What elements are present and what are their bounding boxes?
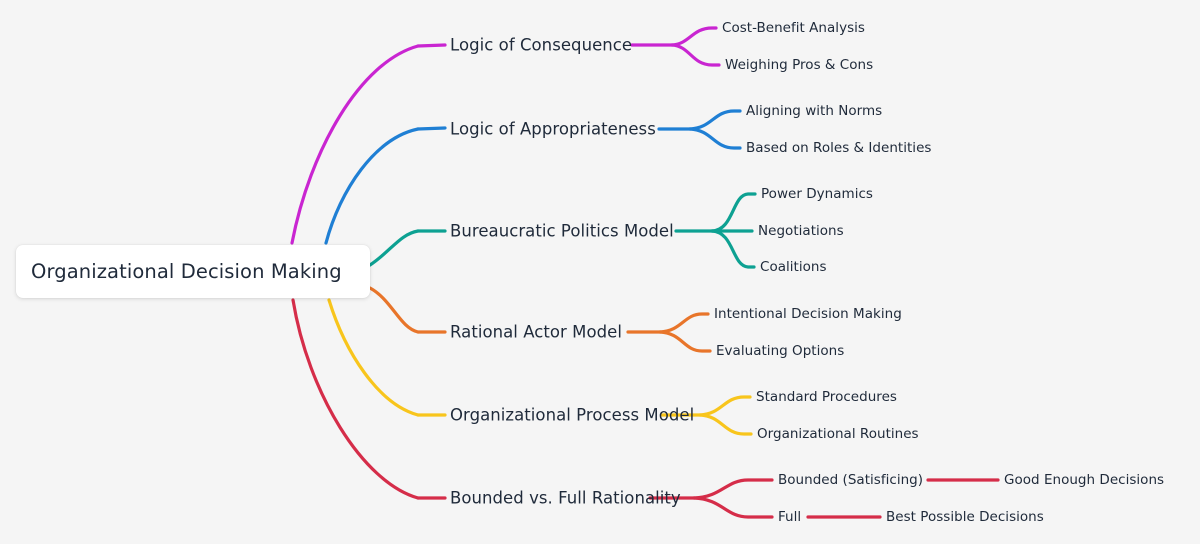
node-negotiations[interactable]: Negotiations — [758, 223, 844, 239]
node-cost-benefit-analysis[interactable]: Cost-Benefit Analysis — [722, 20, 865, 36]
node-standard-procedures[interactable]: Standard Procedures — [756, 389, 897, 405]
root-node-label: Organizational Decision Making — [31, 260, 342, 283]
edge-stub-logic-of-appropriateness — [416, 126, 447, 131]
edge-bounded-vs-full-to-bounded-satisficing — [692, 478, 774, 500]
node-evaluating-options[interactable]: Evaluating Options — [716, 343, 845, 359]
edge-logic-of-appropriateness-to-aligning-with-norms — [688, 109, 742, 131]
edge-organizational-process-to-organizational-routines — [698, 413, 753, 436]
edge-root-to-bureaucratic-politics-model — [368, 229, 420, 267]
edge-bounded-vs-full-to-full — [692, 496, 774, 519]
edge-bureaucratic-politics-to-coalitions — [710, 229, 756, 269]
edge-logic-of-appropriateness-to-based-on-roles — [688, 127, 742, 150]
edge-root-to-bounded-vs-full-rationality — [291, 298, 420, 500]
node-organizational-routines[interactable]: Organizational Routines — [757, 426, 919, 442]
node-based-on-roles-and-identities[interactable]: Based on Roles & Identities — [746, 140, 932, 156]
edge-logic-of-consequence-to-weighing-pros-cons — [670, 43, 721, 67]
node-power-dynamics[interactable]: Power Dynamics — [761, 186, 873, 202]
edge-rational-actor-to-intentional-decision-making — [658, 312, 710, 334]
edge-stub-logic-of-consequence — [416, 43, 447, 48]
edge-logic-of-consequence-to-cost-benefit-analysis — [670, 26, 718, 47]
edge-bureaucratic-politics-to-power-dynamics — [710, 192, 757, 233]
edge-root-to-logic-of-appropriateness — [324, 127, 420, 245]
edge-root-to-logic-of-consequence — [290, 44, 420, 245]
node-bounded-satisficing[interactable]: Bounded (Satisficing) — [778, 472, 924, 488]
node-good-enough-decisions[interactable]: Good Enough Decisions — [1004, 472, 1165, 488]
node-rational-actor-model[interactable]: Rational Actor Model — [450, 322, 622, 342]
node-organizational-process-model[interactable]: Organizational Process Model — [450, 405, 695, 425]
node-intentional-decision-making[interactable]: Intentional Decision Making — [714, 306, 902, 322]
edge-root-to-organizational-process-model — [327, 298, 420, 417]
node-coalitions[interactable]: Coalitions — [760, 259, 827, 275]
node-bounded-vs-full-rationality[interactable]: Bounded vs. Full Rationality — [450, 488, 681, 508]
node-full[interactable]: Full — [778, 509, 802, 525]
edge-organizational-process-to-standard-procedures — [698, 395, 752, 417]
node-weighing-pros-and-cons[interactable]: Weighing Pros & Cons — [725, 57, 874, 73]
edge-rational-actor-to-evaluating-options — [658, 330, 712, 353]
node-logic-of-consequence[interactable]: Logic of Consequence — [450, 35, 633, 55]
node-best-possible-decisions[interactable]: Best Possible Decisions — [886, 509, 1044, 525]
node-logic-of-appropriateness[interactable]: Logic of Appropriateness — [450, 119, 656, 139]
node-bureaucratic-politics-model[interactable]: Bureaucratic Politics Model — [450, 221, 674, 241]
node-aligning-with-norms[interactable]: Aligning with Norms — [746, 103, 883, 119]
edge-root-to-rational-actor-model — [368, 286, 420, 334]
root-node[interactable]: Organizational Decision Making — [16, 245, 370, 298]
